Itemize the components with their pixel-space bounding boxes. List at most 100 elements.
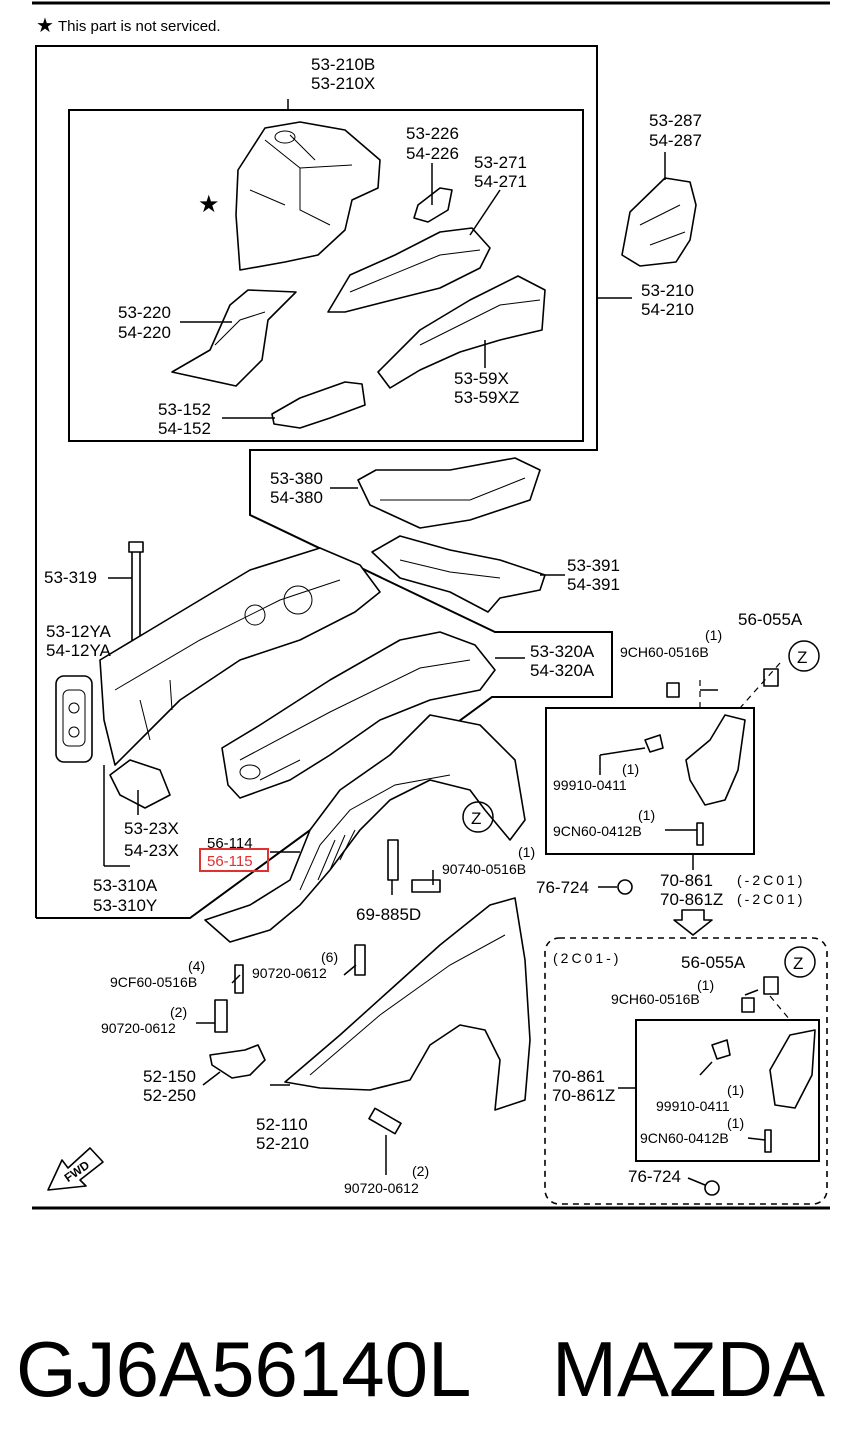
label-53-59xz: 53-59XZ: [454, 388, 519, 407]
label-53-287: 53-287: [649, 111, 702, 130]
clip-56-055a-b-part: [763, 976, 779, 995]
z-marker-2-text: Z: [471, 809, 481, 828]
label-54-220: 54-220: [118, 323, 171, 342]
down-arrow-icon: [673, 909, 713, 936]
bracket-53-226-part: [413, 187, 453, 223]
label-56-055a-b: 56-055A: [681, 953, 746, 972]
label-54-152: 54-152: [158, 419, 211, 438]
fender-52-110-part: [284, 897, 531, 1111]
label-54-320a: 54-320A: [530, 661, 595, 680]
label-54-23x: 54-23X: [124, 841, 179, 860]
label-53-220: 53-220: [118, 303, 171, 322]
label-54-12ya: 54-12YA: [46, 641, 112, 660]
label-54-380: 54-380: [270, 488, 323, 507]
label-90740-0516b: 90740-0516B: [442, 861, 526, 877]
qty-label-2b: (2): [412, 1163, 429, 1179]
qty-label-c: (1): [638, 807, 655, 823]
label-53-210b: 53-210B: [311, 55, 375, 74]
label-9cn60-0412b: 9CN60-0412B: [553, 823, 642, 839]
label-53-226: 53-226: [406, 124, 459, 143]
bracket-53-152-part: [271, 381, 366, 429]
label-2c01-a: (-2C01): [737, 872, 805, 888]
label-56-114: 56-114: [207, 835, 253, 852]
label-53-152: 53-152: [158, 400, 211, 419]
label-53-310y: 53-310Y: [93, 896, 157, 915]
qty-label-2a: (2): [170, 1004, 187, 1020]
label-90720-0612-c: 90720-0612: [344, 1180, 419, 1196]
label-53-271: 53-271: [474, 153, 527, 172]
label-53-23x: 53-23X: [124, 819, 179, 838]
qty-label-d: (1): [518, 844, 535, 860]
rail-53-380-part: [357, 457, 541, 529]
label-70-861-b: 70-861: [552, 1067, 605, 1086]
brand-title: MAZDA: [552, 1325, 825, 1413]
pad-53-12ya-part: [55, 675, 93, 763]
inner-group-box: [68, 109, 584, 442]
apron-upper-part: [235, 121, 381, 271]
label-54-226: 54-226: [406, 144, 459, 163]
mudguard-2c01-box: [544, 937, 828, 1205]
label-70-861z-b: 70-861Z: [552, 1086, 615, 1105]
label-9cf60-0516b: 9CF60-0516B: [110, 974, 197, 990]
label-53-320a: 53-320A: [530, 642, 595, 661]
label-9cn60-0412b-b: 9CN60-0412B: [640, 1130, 729, 1146]
fwd-arrow-icon: [47, 1147, 104, 1191]
not-serviced-star-icon: ★: [198, 191, 220, 218]
label-52-150: 52-150: [143, 1067, 196, 1086]
label-52-250: 52-250: [143, 1086, 196, 1105]
label-99910-0411-b: 99910-0411: [656, 1098, 730, 1114]
mudguard-box: [545, 707, 755, 855]
label-76-724: 76-724: [536, 878, 589, 897]
highlight-box: [199, 848, 269, 872]
mudguard-2c01-inner-box: [635, 1019, 820, 1162]
label-54-271: 54-271: [474, 172, 527, 191]
qty-label-a: (1): [705, 627, 722, 643]
label-53-210: 53-210: [641, 281, 694, 300]
qty-label-f: (1): [727, 1082, 744, 1098]
part-number-title: GJ6A56140L: [16, 1325, 471, 1413]
screw-parts: [214, 682, 772, 1196]
member-53-391-part: [371, 535, 546, 613]
label-54-391: 54-391: [567, 575, 620, 594]
label-56-055a: 56-055A: [738, 610, 803, 629]
label-53-380: 53-380: [270, 469, 323, 488]
label-52-110: 52-110: [256, 1115, 308, 1134]
gusset-53-220-part: [171, 289, 297, 387]
bolt-53-319-part: [128, 541, 144, 641]
apron-53-320a-part: [221, 631, 496, 799]
label-90720-0612-b: 90720-0612: [101, 1020, 176, 1036]
bracket-53-287-part: [621, 177, 697, 267]
label-90720-0612-a: 90720-0612: [252, 965, 327, 981]
label-99910-0411: 99910-0411: [553, 777, 627, 793]
mudguard-part: [685, 714, 746, 806]
z-marker-1-text: Z: [797, 648, 807, 667]
label-69-885d: 69-885D: [356, 905, 421, 924]
label-52-210: 52-210: [256, 1134, 309, 1153]
star-icon: ★: [36, 15, 54, 37]
qty-label-b: (1): [622, 761, 639, 777]
qty-label-4: (4): [188, 958, 205, 974]
label-53-310a: 53-310A: [93, 876, 158, 895]
z-marker-3-text: Z: [793, 954, 803, 973]
z-marker-3: [784, 946, 816, 978]
label-53-12ya: 53-12YA: [46, 622, 112, 641]
rail-53-271-part: [327, 227, 491, 313]
z-marker-2: [462, 801, 494, 833]
label-2c01-b: (-2C01): [737, 891, 805, 907]
label-70-861z: 70-861Z: [660, 890, 723, 909]
label-9ch60-0516b-b: 9CH60-0516B: [611, 991, 700, 1007]
fender-liner-part: [204, 714, 526, 943]
bracket-52-150-part: [209, 1044, 266, 1079]
label-53-319: 53-319: [44, 568, 97, 587]
label-53-391: 53-391: [567, 556, 620, 575]
label-76-724-b: 76-724: [628, 1167, 681, 1186]
label-70-861: 70-861: [660, 871, 713, 890]
note-text: This part is not serviced.: [58, 18, 221, 35]
label-56-115: 56-115: [207, 853, 253, 870]
label-54-287: 54-287: [649, 131, 702, 150]
label-2c01-box: (2C01-): [553, 950, 621, 966]
clip-56-055a-part: [763, 668, 779, 687]
mudguard-2c01-part: [769, 1029, 816, 1109]
bracket-53-23x-part: [109, 759, 171, 809]
